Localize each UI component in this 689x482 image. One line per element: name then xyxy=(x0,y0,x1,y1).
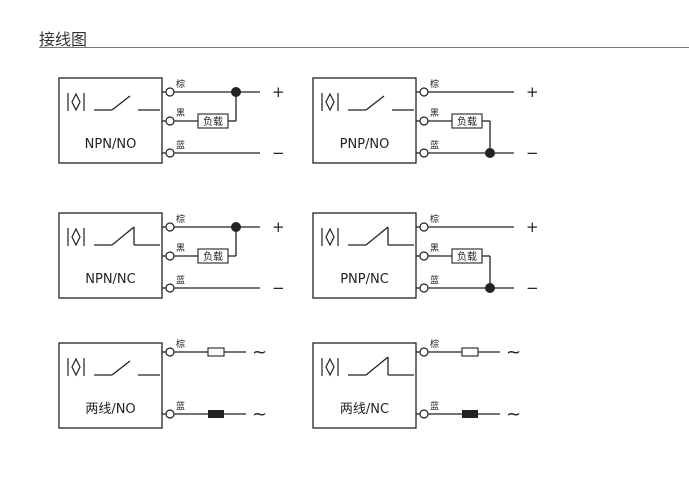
terminal-brown xyxy=(419,347,429,357)
polarity-plus: + xyxy=(272,218,285,236)
terminal-brown xyxy=(165,87,175,97)
load-filled xyxy=(208,410,224,418)
wire-label-brown: 棕 xyxy=(176,78,185,90)
wire-label-blue: 蓝 xyxy=(430,139,439,151)
switch-contact-no xyxy=(111,95,131,111)
title-divider xyxy=(39,47,689,48)
sensor-label: 两线/NC xyxy=(340,402,389,417)
sensor-icon xyxy=(325,92,335,112)
junction-dot xyxy=(485,148,495,158)
polarity-ac: ~ xyxy=(506,404,521,425)
terminal-blue xyxy=(419,148,429,158)
load-filled xyxy=(462,410,478,418)
switch-contact-nc xyxy=(365,356,389,376)
wire-label-black: 黑 xyxy=(430,243,439,254)
wire-label-blue: 蓝 xyxy=(430,274,439,286)
polarity-plus: + xyxy=(526,83,539,101)
terminal-black xyxy=(165,251,175,261)
terminal-brown xyxy=(165,347,175,357)
sensor-icon xyxy=(325,227,335,247)
terminal-black xyxy=(419,116,429,126)
wire-label-blue: 蓝 xyxy=(176,139,185,151)
polarity-ac: ~ xyxy=(252,342,267,363)
terminal-black xyxy=(419,251,429,261)
sensor-label: NPN/NC xyxy=(85,272,135,287)
terminal-brown xyxy=(165,222,175,232)
terminal-blue xyxy=(165,283,175,293)
junction-dot xyxy=(231,222,241,232)
switch-contact-nc xyxy=(365,226,389,246)
sensor-box xyxy=(312,342,417,429)
wire-label-brown: 棕 xyxy=(430,213,439,225)
sensor-label: PNP/NO xyxy=(340,137,390,152)
sensor-icon xyxy=(325,357,335,377)
load-label: 负载 xyxy=(203,250,223,263)
wire-label-blue: 蓝 xyxy=(176,400,185,412)
terminal-brown xyxy=(419,222,429,232)
junction-dot xyxy=(231,87,241,97)
switch-contact-no xyxy=(111,360,131,376)
page-title: 接线图 xyxy=(39,30,88,49)
terminal-blue xyxy=(165,409,175,419)
polarity-minus: − xyxy=(272,144,285,162)
wire-label-brown: 棕 xyxy=(176,213,185,225)
sensor-label: PNP/NC xyxy=(340,272,389,287)
switch-contact-no xyxy=(365,95,385,111)
polarity-plus: + xyxy=(526,218,539,236)
polarity-plus: + xyxy=(272,83,285,101)
polarity-minus: − xyxy=(272,279,285,297)
sensor-icon xyxy=(71,357,81,377)
wire-label-blue: 蓝 xyxy=(176,274,185,286)
junction-dot xyxy=(485,283,495,293)
load-label: 负载 xyxy=(203,115,223,128)
load-label: 负载 xyxy=(457,250,477,263)
switch-contact-nc xyxy=(111,226,135,246)
terminal-blue xyxy=(419,283,429,293)
wire-label-brown: 棕 xyxy=(430,78,439,90)
sensor-icon xyxy=(71,227,81,247)
wire-label-black: 黑 xyxy=(176,243,185,254)
terminal-blue xyxy=(419,409,429,419)
wire-label-black: 黑 xyxy=(430,108,439,119)
sensor-label: 两线/NO xyxy=(85,402,135,417)
load-label: 负载 xyxy=(457,115,477,128)
fuse-open xyxy=(207,347,225,357)
polarity-minus: − xyxy=(526,279,539,297)
polarity-ac: ~ xyxy=(506,342,521,363)
sensor-box xyxy=(58,342,163,429)
fuse-open xyxy=(461,347,479,357)
wire-label-black: 黑 xyxy=(176,108,185,119)
terminal-brown xyxy=(419,87,429,97)
wire-label-brown: 棕 xyxy=(176,338,185,350)
wire-label-blue: 蓝 xyxy=(430,400,439,412)
polarity-ac: ~ xyxy=(252,404,267,425)
polarity-minus: − xyxy=(526,144,539,162)
sensor-icon xyxy=(71,92,81,112)
terminal-blue xyxy=(165,148,175,158)
sensor-label: NPN/NO xyxy=(85,137,137,152)
terminal-black xyxy=(165,116,175,126)
wire-label-brown: 棕 xyxy=(430,338,439,350)
